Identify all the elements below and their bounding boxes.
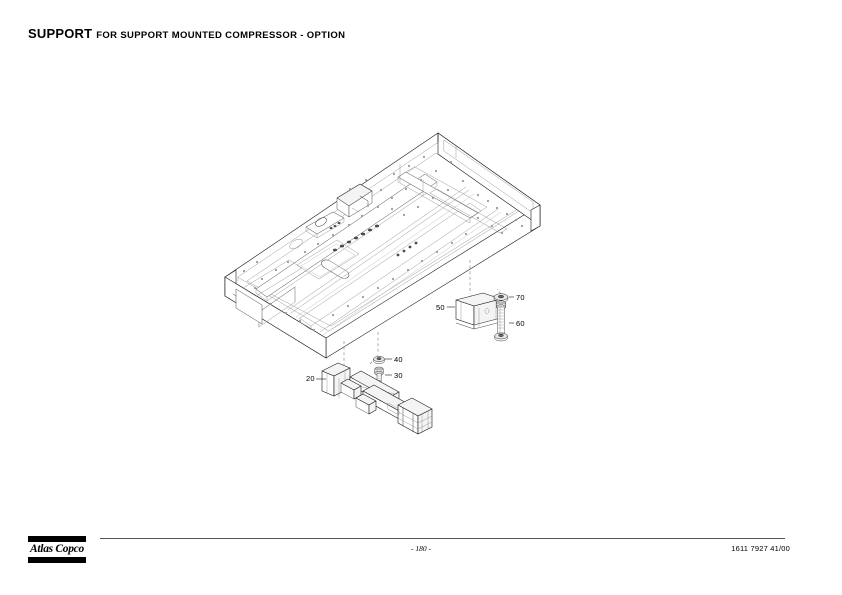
part-40-washer-small [373, 356, 385, 364]
logo-bar-bottom [28, 557, 86, 563]
atlas-copco-logo: Atlas Copco [28, 536, 86, 563]
part-50-mounting-bracket [455, 292, 502, 330]
document-number: 1611 7927 41/00 [731, 544, 790, 553]
callout-label-30: 30 [394, 371, 403, 380]
part-20-support-leg-assembly [321, 362, 433, 435]
bolt-hole-row [332, 224, 380, 252]
callout-leader-lines [316, 296, 514, 380]
page-number: - 180 - [411, 544, 431, 553]
main-support-frame [224, 132, 541, 359]
callout-label-40: 40 [394, 355, 403, 364]
logo-bar-top [28, 536, 86, 542]
callout-label-50: 50 [436, 303, 445, 312]
bolt-cluster [396, 241, 418, 257]
page-title-main: SUPPORT [28, 26, 93, 41]
callout-label-20: 20 [306, 374, 315, 383]
frame-rivet-holes [242, 155, 504, 332]
logo-text: Atlas Copco [30, 543, 84, 555]
footer-divider [100, 538, 785, 539]
page-title-sub: FOR SUPPORT MOUNTED COMPRESSOR - OPTION [96, 30, 346, 41]
part-70-washer-large [493, 293, 509, 303]
callout-label-60: 60 [516, 319, 525, 328]
oval-mount-detail [305, 211, 345, 239]
callout-label-70: 70 [516, 293, 525, 302]
part-60-bolt-long [494, 300, 508, 342]
frame-edge-holes [476, 193, 524, 228]
